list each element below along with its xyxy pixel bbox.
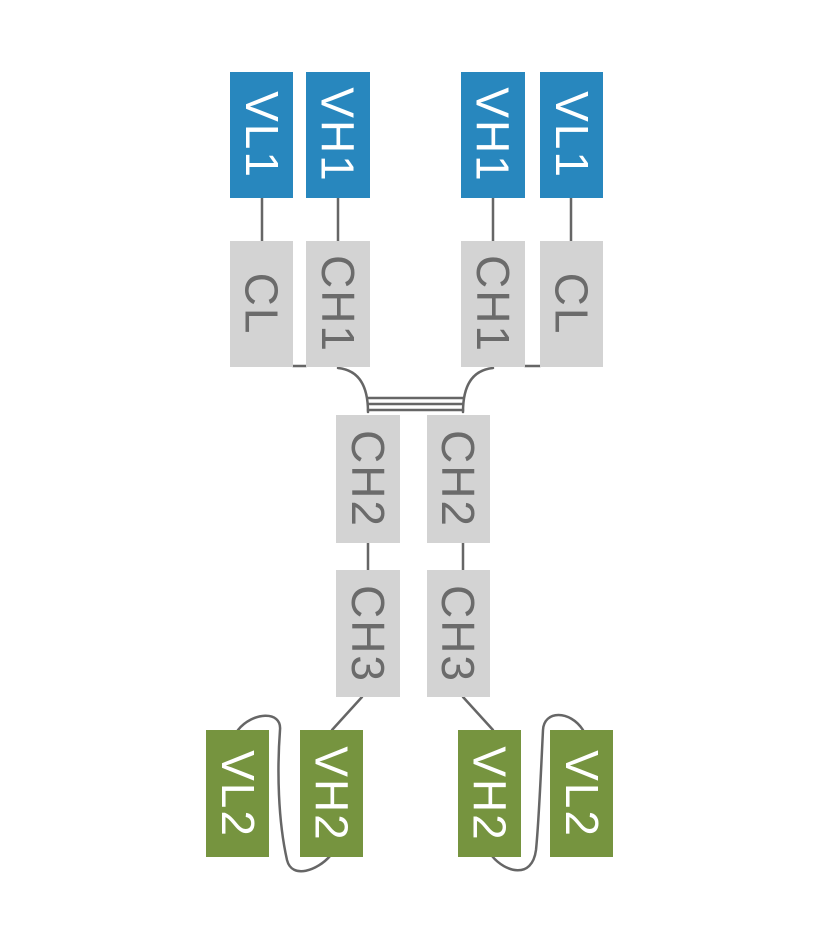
domain-vl1-left: VL1 [230,72,293,198]
domain-ch1-left: CH1 [306,241,370,367]
link-ch3-vh2-left [330,695,364,732]
hinge-left [336,366,370,414]
domain-cl-left: CL [230,241,293,367]
domain-cl-right: CL [540,241,603,367]
loop-left [236,714,332,873]
domain-ch3-left: CH3 [336,570,400,697]
domain-vh1-right: VH1 [461,72,525,198]
domain-vh2-right: VH2 [458,730,521,857]
domain-ch2-left: CH2 [336,415,400,543]
domain-vl2-left: VL2 [206,730,269,857]
domain-vl2-right: VL2 [550,730,613,857]
link-ch3-vh2-right [461,695,495,732]
domain-vh2-left: VH2 [300,730,363,857]
domain-ch2-right: CH2 [427,415,490,543]
domain-vl1-right: VL1 [540,72,603,198]
domain-ch1-right: CH1 [461,241,525,367]
hinge-right [461,366,495,414]
domain-vh1-left: VH1 [306,72,370,198]
domain-ch3-right: CH3 [427,570,490,697]
loop-right [490,713,585,872]
